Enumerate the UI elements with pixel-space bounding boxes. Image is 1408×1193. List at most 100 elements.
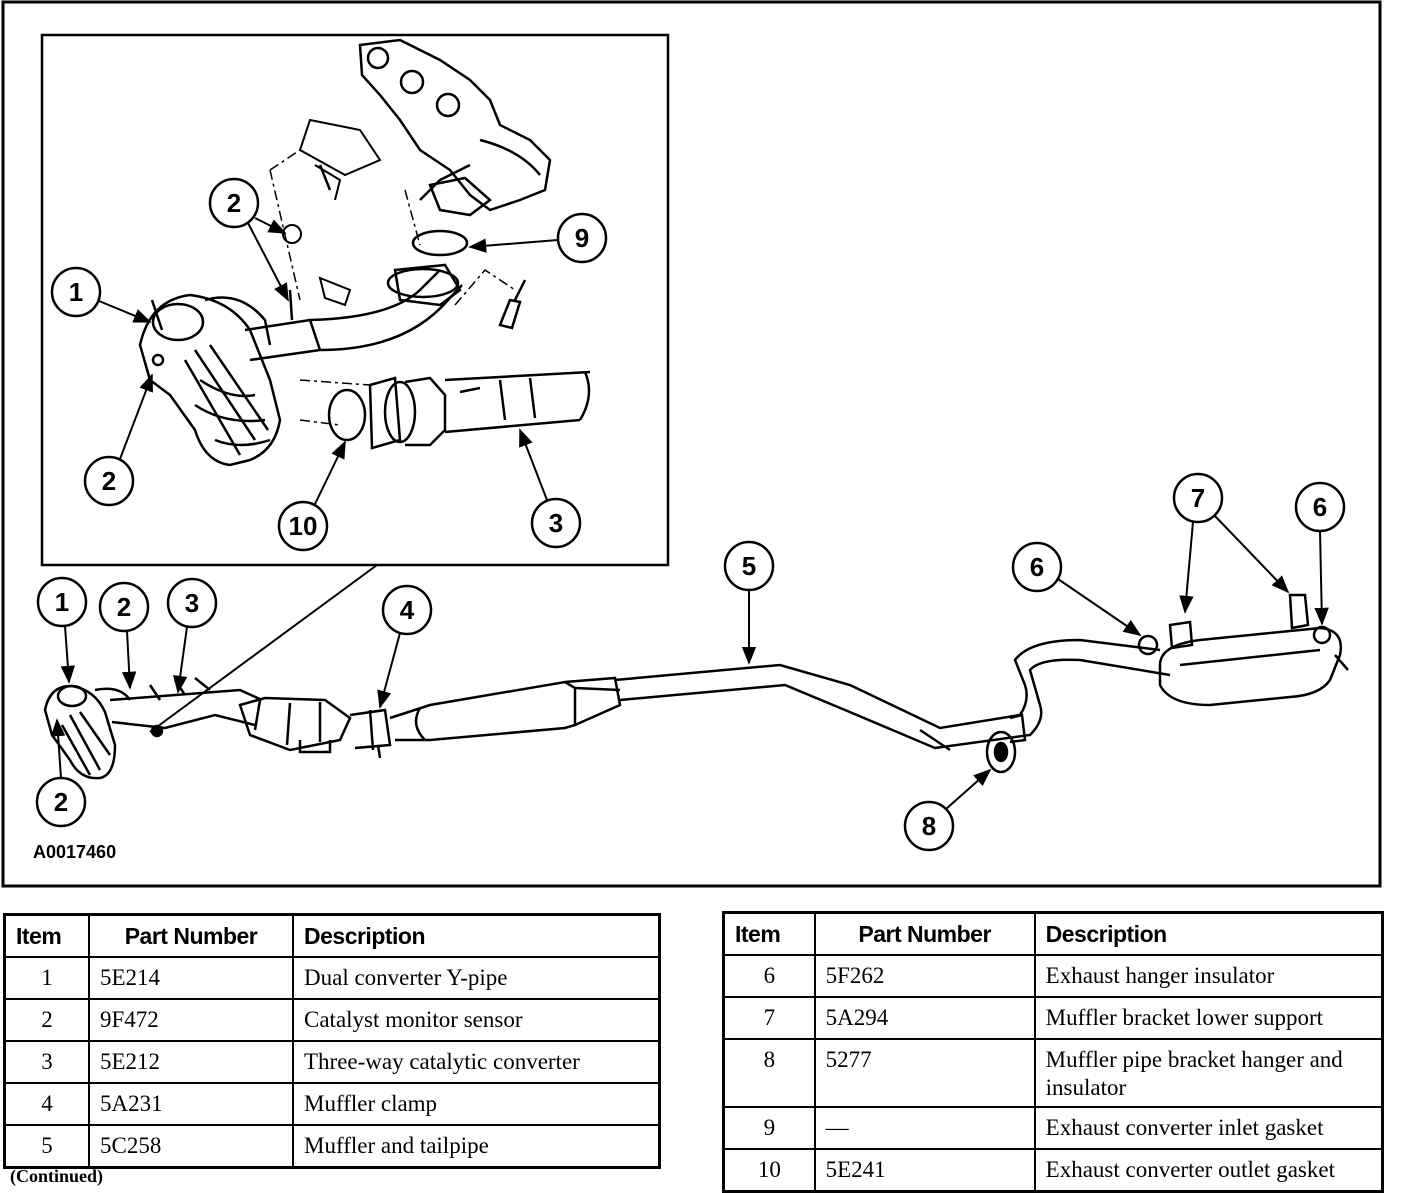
inset-exhaust-manifold: [358, 38, 552, 217]
svg-text:5: 5: [742, 551, 756, 581]
table-header-row: Item Part Number Description: [3, 913, 661, 958]
part-description: Muffler and tailpipe: [292, 1124, 661, 1169]
item-number: 5: [3, 1124, 90, 1169]
part-number: 5E214: [88, 956, 294, 1000]
parts-table-left: Item Part Number Description 1 5E214 Dua…: [3, 913, 661, 1169]
svg-text:2: 2: [102, 466, 116, 496]
item-number: 1: [3, 956, 90, 1000]
table-row: 8 5277 Muffler pipe bracket hanger and i…: [722, 1038, 1384, 1108]
figure-frame: [1, 0, 1382, 888]
main-callout-7: 7: [1172, 472, 1290, 614]
item-number: 10: [722, 1148, 816, 1193]
main-callout-4: 4: [377, 584, 433, 709]
part-number: 5C258: [88, 1124, 294, 1169]
header-item: Item: [3, 913, 90, 958]
part-description: Muffler clamp: [292, 1082, 661, 1126]
inset-converter-1: [138, 293, 282, 467]
inset-gasket-9: [386, 229, 469, 299]
inset-callout-1: 1: [50, 266, 152, 323]
continued-note: (Continued): [10, 1166, 104, 1186]
svg-text:3: 3: [549, 508, 563, 538]
part-description: Exhaust converter inlet gasket: [1033, 1106, 1384, 1150]
svg-text:9: 9: [575, 223, 589, 253]
svg-text:1: 1: [69, 277, 83, 307]
part-number: —: [813, 1106, 1036, 1150]
svg-text:7: 7: [1191, 483, 1205, 513]
inset-callout-10: 10: [277, 440, 346, 552]
main-callout-6-right: 6: [1294, 481, 1346, 626]
main-muffler: [1137, 593, 1349, 707]
item-number: 4: [3, 1082, 90, 1126]
inset-leader-line: [149, 564, 378, 733]
svg-text:8: 8: [922, 811, 936, 841]
main-resonator: [389, 676, 622, 742]
part-number: 5A231: [88, 1082, 294, 1126]
svg-text:4: 4: [400, 595, 415, 625]
header-description: Description: [292, 913, 661, 958]
svg-text:2: 2: [117, 592, 131, 622]
part-number: 5F262: [813, 954, 1036, 998]
table-row: 5 5C258 Muffler and tailpipe: [3, 1124, 661, 1169]
main-clamp-4: [349, 708, 392, 759]
inset-callout-2-top: 2: [208, 177, 289, 302]
part-number: 5277: [813, 1038, 1036, 1108]
item-number: 6: [722, 954, 816, 998]
table-row: 9 — Exhaust converter inlet gasket: [722, 1106, 1384, 1150]
figure-id-label: A0017460: [33, 842, 116, 862]
main-catalytic-converters: [238, 696, 352, 754]
inset-heat-shield-bracket: [282, 118, 382, 307]
inset-frame: [40, 33, 670, 567]
part-description: Dual converter Y-pipe: [292, 956, 661, 1000]
main-mid-pipe: [614, 638, 1171, 752]
part-number: 5A294: [813, 996, 1036, 1040]
main-callout-8: 8: [903, 768, 992, 852]
svg-text:6: 6: [1313, 492, 1327, 522]
svg-text:2: 2: [54, 787, 68, 817]
main-callout-3: 3: [166, 577, 218, 694]
item-number: 8: [722, 1038, 816, 1108]
table-row: 1 5E214 Dual converter Y-pipe: [3, 956, 661, 1000]
inset-dash-lines: [269, 149, 516, 426]
part-number: 5E212: [88, 1040, 294, 1084]
svg-text:3: 3: [185, 588, 199, 618]
inset-bolt: [498, 279, 527, 330]
part-description: Three-way catalytic converter: [292, 1040, 661, 1084]
table-row: 6 5F262 Exhaust hanger insulator: [722, 954, 1384, 998]
main-callout-6-left: 6: [1011, 541, 1142, 637]
exhaust-system-diagram: 1 2 2 9 10 3: [1, 0, 1382, 888]
part-number: 5E241: [813, 1148, 1036, 1193]
main-front-pipes: [109, 677, 263, 738]
main-callout-2-top: 2: [98, 581, 150, 690]
inset-callout-2-bottom: 2: [83, 373, 153, 507]
part-description: Exhaust converter outlet gasket: [1033, 1148, 1384, 1193]
svg-text:2: 2: [227, 188, 241, 218]
header-part-number: Part Number: [88, 913, 294, 958]
inset-callout-3: 3: [519, 428, 582, 549]
svg-text:1: 1: [55, 587, 69, 617]
main-hanger-8: [985, 713, 1027, 774]
parts-table-right: Item Part Number Description 6 5F262 Exh…: [722, 911, 1384, 1193]
item-number: 7: [722, 996, 816, 1040]
table-header-row: Item Part Number Description: [722, 911, 1384, 956]
inset-callout-9: 9: [468, 212, 608, 264]
item-number: 3: [3, 1040, 90, 1084]
table-row: 3 5E212 Three-way catalytic converter: [3, 1040, 661, 1084]
part-description: Muffler pipe bracket hanger and insulato…: [1033, 1038, 1384, 1108]
main-callout-5: 5: [723, 540, 775, 665]
part-description: Catalyst monitor sensor: [292, 998, 661, 1042]
part-number: 9F472: [88, 998, 294, 1042]
table-row: 7 5A294 Muffler bracket lower support: [722, 996, 1384, 1040]
table-row: 10 5E241 Exhaust converter outlet gasket: [722, 1148, 1384, 1193]
header-description: Description: [1033, 911, 1384, 956]
svg-text:10: 10: [289, 511, 318, 541]
item-number: 9: [722, 1106, 816, 1150]
header-item: Item: [722, 911, 816, 956]
main-callout-1: 1: [36, 576, 88, 684]
table-row: 4 5A231 Muffler clamp: [3, 1082, 661, 1126]
inset-sensors: [150, 164, 332, 331]
inset-flange-and-pipe: [327, 370, 591, 450]
header-part-number: Part Number: [813, 911, 1036, 956]
table-row: 2 9F472 Catalyst monitor sensor: [3, 998, 661, 1042]
part-description: Muffler bracket lower support: [1033, 996, 1384, 1040]
svg-text:6: 6: [1030, 552, 1044, 582]
